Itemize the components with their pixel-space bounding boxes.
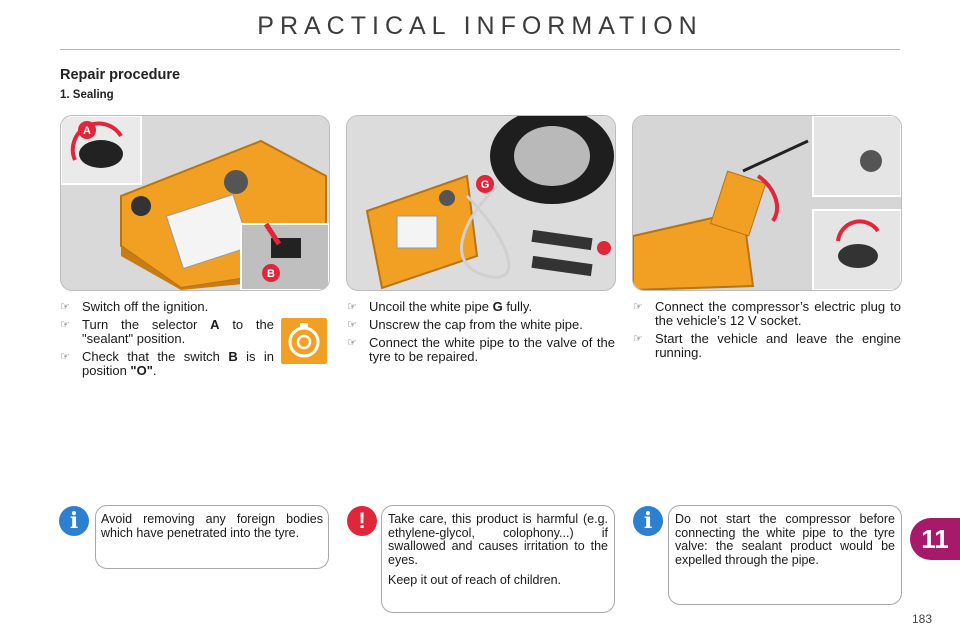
- step-text: to the "sealant" position.: [82, 317, 274, 346]
- step-label: "O": [130, 363, 153, 378]
- photo-selector-switch: A B: [60, 115, 330, 291]
- pointing-hand-icon: ☞: [60, 351, 70, 363]
- pointing-hand-icon: ☞: [60, 301, 70, 313]
- step-text: Switch off the ignition.: [82, 299, 209, 314]
- steps-column-2: ☞ Uncoil the white pipe G fully. ☞ Unscrew…: [347, 300, 615, 368]
- steps-column-1: ☞ Switch off the ignition. ☞ Turn the sele…: [60, 300, 274, 382]
- list-item: ☞ Turn the selector A to the "sealant" po…: [60, 318, 274, 346]
- page-title: PRACTICAL INFORMATION: [257, 12, 703, 40]
- sub-title: 1. Sealing: [60, 89, 114, 101]
- photo-electric-plug: [632, 115, 902, 291]
- compressor-illustration-1: A B: [61, 116, 329, 290]
- callout-b: B: [267, 268, 275, 280]
- callout-a: A: [83, 125, 91, 137]
- compressor-illustration-2: G: [347, 116, 615, 290]
- pointing-hand-icon: ☞: [347, 301, 357, 313]
- list-item: ☞ Uncoil the white pipe G fully.: [347, 300, 615, 314]
- warning-icon: !: [347, 506, 377, 536]
- step-label: B: [228, 349, 238, 364]
- step-label: A: [210, 317, 220, 332]
- step-text: Uncoil the white pipe: [369, 299, 493, 314]
- pointing-hand-icon: ☞: [633, 301, 643, 313]
- header-divider: [60, 49, 900, 50]
- callout-g: G: [481, 179, 490, 191]
- pointing-hand-icon: ☞: [633, 333, 643, 345]
- step-text: Unscrew the cap from the white pipe.: [369, 317, 583, 332]
- note-text: Avoid removing any foreign bodies which …: [101, 512, 323, 540]
- list-item: ☞ Connect the white pipe to the valve of …: [347, 336, 615, 364]
- step-text: Check that the switch: [82, 349, 229, 364]
- pointing-hand-icon: ☞: [60, 319, 70, 331]
- steps-column-3: ☞ Connect the compressor’s electric plug …: [633, 300, 901, 364]
- photo-white-pipe: G: [346, 115, 616, 291]
- list-item: ☞ Unscrew the cap from the white pipe.: [347, 318, 615, 332]
- warning-note-harmful: Take care, this product is harmful (e.g.…: [381, 505, 615, 613]
- step-text: Turn the selector: [82, 317, 211, 332]
- note-text: Do not start the compressor before conne…: [675, 512, 895, 567]
- step-text: Connect the compressor’s electric plug t…: [655, 299, 901, 328]
- pointing-hand-icon: ☞: [347, 337, 357, 349]
- step-label: G: [492, 299, 503, 314]
- list-item: ☞ Switch off the ignition.: [60, 300, 274, 314]
- info-icon: i: [633, 506, 663, 536]
- chapter-tab: 11: [910, 518, 960, 560]
- info-icon: i: [59, 506, 89, 536]
- compressor-illustration-3: [633, 116, 901, 290]
- list-item: ☞ Connect the compressor’s electric plug …: [633, 300, 901, 328]
- step-text: fully.: [502, 299, 533, 314]
- step-text: Connect the white pipe to the valve of t…: [369, 335, 615, 364]
- info-note-foreign-bodies: Avoid removing any foreign bodies which …: [95, 505, 329, 569]
- step-text: is in position: [82, 349, 275, 378]
- note-text: Take care, this product is harmful (e.g.…: [388, 512, 608, 567]
- page-number: 183: [912, 612, 933, 626]
- step-text: Start the vehicle and leave the engine r…: [655, 331, 901, 360]
- section-title: Repair procedure: [60, 67, 181, 83]
- pointing-hand-icon: ☞: [347, 319, 357, 331]
- info-note-compressor: Do not start the compressor before conne…: [668, 505, 902, 605]
- list-item: ☞Check that the switch B is in position …: [60, 350, 274, 378]
- list-item: ☞ Start the vehicle and leave the engine …: [633, 332, 901, 360]
- sealant-icon: [281, 318, 327, 364]
- step-text: .: [152, 363, 157, 378]
- note-text: Keep it out of reach of children.: [388, 573, 562, 587]
